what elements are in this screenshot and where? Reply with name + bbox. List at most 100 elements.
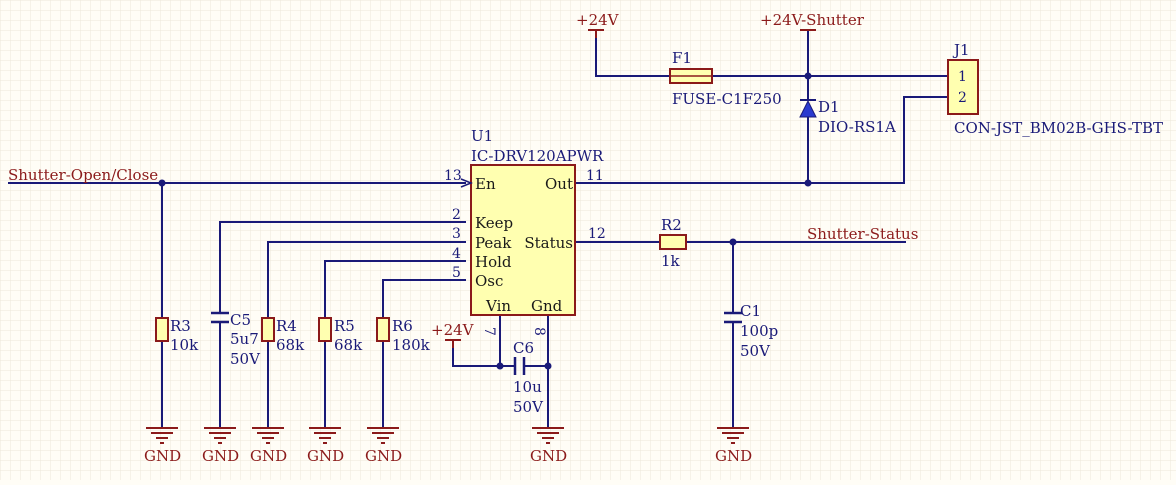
- pin-vin-name: Vin: [485, 297, 511, 315]
- junction-dot: [496, 362, 504, 370]
- resistor-r5-value: 68k: [334, 336, 363, 354]
- pin-gnd-name: Gnd: [531, 297, 563, 315]
- power-label-24v-shutter: +24V-Shutter: [760, 11, 865, 29]
- ic-u1-body: [470, 164, 576, 316]
- gnd-symbol: GND: [144, 427, 181, 465]
- power-24v-shutter: +24V-Shutter: [760, 11, 865, 31]
- connector-j1-ref: J1: [952, 41, 970, 59]
- resistor-r4[interactable]: R4 68k: [261, 317, 305, 354]
- capacitor-c1[interactable]: C1 100p 50V: [724, 302, 778, 360]
- resistor-r4-body: [261, 317, 275, 342]
- resistor-r6-value: 180k: [392, 336, 431, 354]
- diode-d1-ref: D1: [818, 98, 840, 116]
- fuse-f1[interactable]: F1 FUSE-C1F250: [669, 49, 782, 108]
- gnd-symbol: GND: [250, 427, 287, 465]
- fuse-f1-ref: F1: [672, 49, 692, 67]
- capacitor-c5-rating: 50V: [230, 350, 261, 368]
- pin-gnd-num: 8: [531, 327, 547, 336]
- resistor-r5[interactable]: R5 68k: [318, 317, 363, 354]
- resistor-r3-body: [155, 317, 169, 342]
- ic-u1[interactable]: U1 IC-DRV120APWR En 13 Out 11 Keep 2 Pea…: [444, 127, 606, 336]
- capacitor-c1-rating: 50V: [740, 342, 771, 360]
- power-24v-a: +24V: [576, 11, 620, 38]
- pin-status-name: Status: [524, 234, 573, 252]
- pin-osc-num: 5: [452, 265, 461, 281]
- wire-peak: [267, 241, 466, 318]
- gnd-label: GND: [250, 447, 287, 465]
- capacitor-c6-ref: C6: [513, 339, 534, 357]
- pin-hold-num: 4: [452, 246, 461, 262]
- ic-u1-ref: U1: [471, 127, 493, 145]
- pin-en-name: En: [475, 175, 496, 193]
- wire-osc: [382, 279, 466, 318]
- capacitor-c1-value: 100p: [740, 322, 778, 340]
- capacitor-c5[interactable]: C5 5u7 50V: [211, 311, 261, 368]
- gnd-label: GND: [365, 447, 402, 465]
- pin-peak-name: Peak: [475, 234, 512, 252]
- resistor-r5-body: [318, 317, 332, 342]
- diode-d1[interactable]: D1 DIO-RS1A: [799, 98, 896, 136]
- gnd-symbol: GND: [530, 427, 567, 465]
- resistor-r2[interactable]: R2 1k: [659, 216, 687, 270]
- wires: [8, 30, 948, 428]
- resistor-r3-ref: R3: [170, 317, 191, 335]
- gnd-label: GND: [307, 447, 344, 465]
- pin-vin-num: 7: [481, 327, 497, 336]
- resistor-r6-ref: R6: [392, 317, 413, 335]
- junction-dot: [544, 362, 552, 370]
- net-label-shutter-open-close: Shutter-Open/Close: [8, 166, 158, 184]
- pin-en-num: 13: [444, 168, 462, 184]
- junction-dot: [804, 72, 812, 80]
- resistor-r3[interactable]: R3 10k: [155, 317, 199, 354]
- capacitor-c5-value: 5u7: [230, 330, 259, 348]
- junction-dot: [158, 179, 166, 187]
- gnd-symbol: GND: [307, 427, 344, 465]
- diode-d1-value: DIO-RS1A: [818, 118, 896, 136]
- connector-j1-pin2: 2: [958, 90, 967, 106]
- power-24v-b: +24V: [431, 321, 475, 348]
- pin-status-num: 12: [588, 226, 606, 242]
- pin-en-arrow: [460, 178, 474, 188]
- connector-j1-pin1: 1: [958, 69, 967, 85]
- wire-out: [575, 96, 948, 184]
- gnd-label: GND: [144, 447, 181, 465]
- capacitor-c1-ref: C1: [740, 302, 761, 320]
- resistor-r2-ref: R2: [661, 216, 682, 234]
- resistor-r4-ref: R4: [276, 317, 297, 335]
- capacitor-c6-value: 10u: [513, 378, 542, 396]
- gnd-label: GND: [715, 447, 752, 465]
- power-label-24v: +24V: [431, 321, 475, 339]
- pin-hold-name: Hold: [475, 253, 512, 271]
- resistor-r6[interactable]: R6 180k: [376, 317, 431, 354]
- wire-hold: [324, 260, 466, 318]
- capacitor-c6[interactable]: C6 10u 50V: [513, 339, 544, 416]
- gnd-label: GND: [202, 447, 239, 465]
- gnd-symbols: GND GND GND GND GND GND GND: [144, 427, 752, 465]
- connector-j1-value: CON-JST_BM02B-GHS-TBT: [954, 119, 1163, 137]
- ic-u1-value: IC-DRV120APWR: [471, 147, 604, 165]
- pin-out-name: Out: [545, 175, 573, 193]
- gnd-symbol: GND: [365, 427, 402, 465]
- capacitor-c5-ref: C5: [230, 311, 251, 329]
- gnd-symbol: GND: [715, 427, 752, 465]
- resistor-r4-value: 68k: [276, 336, 305, 354]
- connector-j1-body: [947, 59, 979, 115]
- pin-osc-name: Osc: [475, 272, 503, 290]
- wire-24v-vin: [452, 348, 515, 367]
- diode-d1-body: [799, 99, 817, 118]
- resistor-r2-body: [659, 234, 687, 250]
- resistor-r6-body: [376, 317, 390, 342]
- resistor-r2-value: 1k: [661, 252, 681, 270]
- resistor-r3-value: 10k: [170, 336, 199, 354]
- power-label-24v: +24V: [576, 11, 620, 29]
- capacitor-c6-rating: 50V: [513, 398, 544, 416]
- junction-dot: [729, 238, 737, 246]
- fuse-f1-value: FUSE-C1F250: [672, 90, 782, 108]
- wire-keep: [219, 221, 466, 313]
- connector-j1[interactable]: J1 1 2 CON-JST_BM02B-GHS-TBT: [947, 41, 1163, 137]
- pin-keep-num: 2: [452, 207, 461, 223]
- junction-dot: [804, 179, 812, 187]
